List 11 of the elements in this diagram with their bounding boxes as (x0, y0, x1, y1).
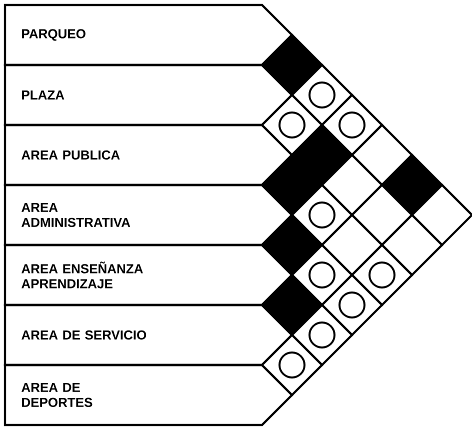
circle-mark (308, 82, 336, 108)
circle-mark (308, 322, 336, 348)
circle-mark (338, 112, 366, 138)
circle-mark (368, 262, 396, 288)
circle-mark (308, 202, 336, 228)
circle-mark (338, 291, 366, 318)
circle-mark (278, 351, 306, 378)
label-box: AREA DE DEPORTES (4, 364, 294, 426)
circle-mark (308, 262, 336, 288)
label-box: PARQUEO (4, 4, 294, 66)
circle-mark (278, 112, 306, 138)
